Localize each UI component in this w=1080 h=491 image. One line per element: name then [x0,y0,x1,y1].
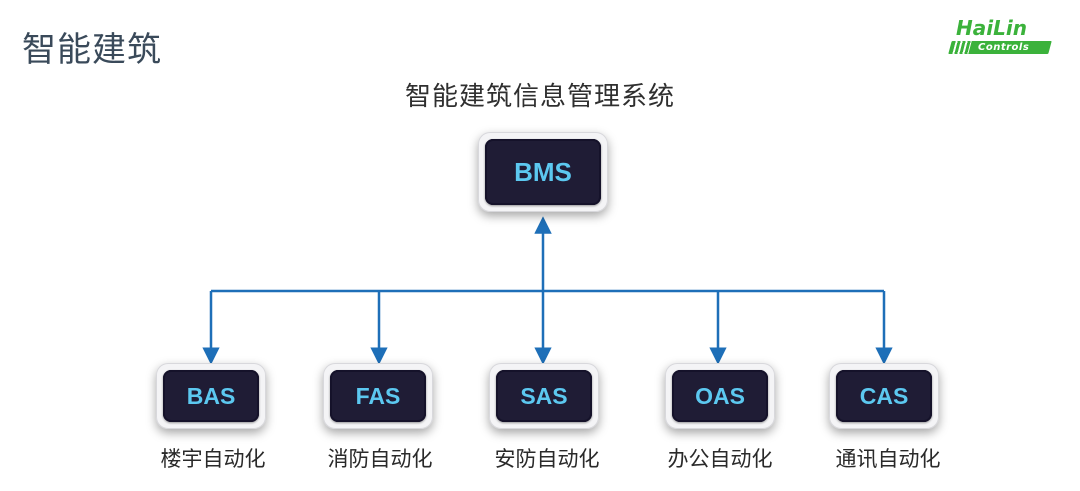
caption-oas: 办公自动化 [667,447,773,471]
node-bas: BAS [156,363,266,429]
node-cas-label: CAS [836,370,932,422]
node-fas: FAS [323,363,433,429]
caption-bas: 楼宇自动化 [160,447,266,471]
logo-wordmark: HaiLin [956,16,1027,40]
caption-fas: 消防自动化 [327,447,433,471]
page-title: 智能建筑 [22,30,162,70]
node-fas-label: FAS [330,370,426,422]
node-bms: BMS [478,132,608,212]
node-bms-label: BMS [485,139,601,205]
caption-cas: 通讯自动化 [835,447,941,471]
logo-subtitle: Controls [978,42,1030,53]
diagram-title: 智能建筑信息管理系统 [404,82,675,112]
node-bas-label: BAS [163,370,259,422]
caption-sas: 安防自动化 [494,447,600,471]
node-oas-label: OAS [672,370,768,422]
node-sas-label: SAS [496,370,592,422]
node-cas: CAS [829,363,939,429]
node-sas: SAS [489,363,599,429]
hailin-logo: HaiLin Controls [948,16,1054,58]
node-oas: OAS [665,363,775,429]
